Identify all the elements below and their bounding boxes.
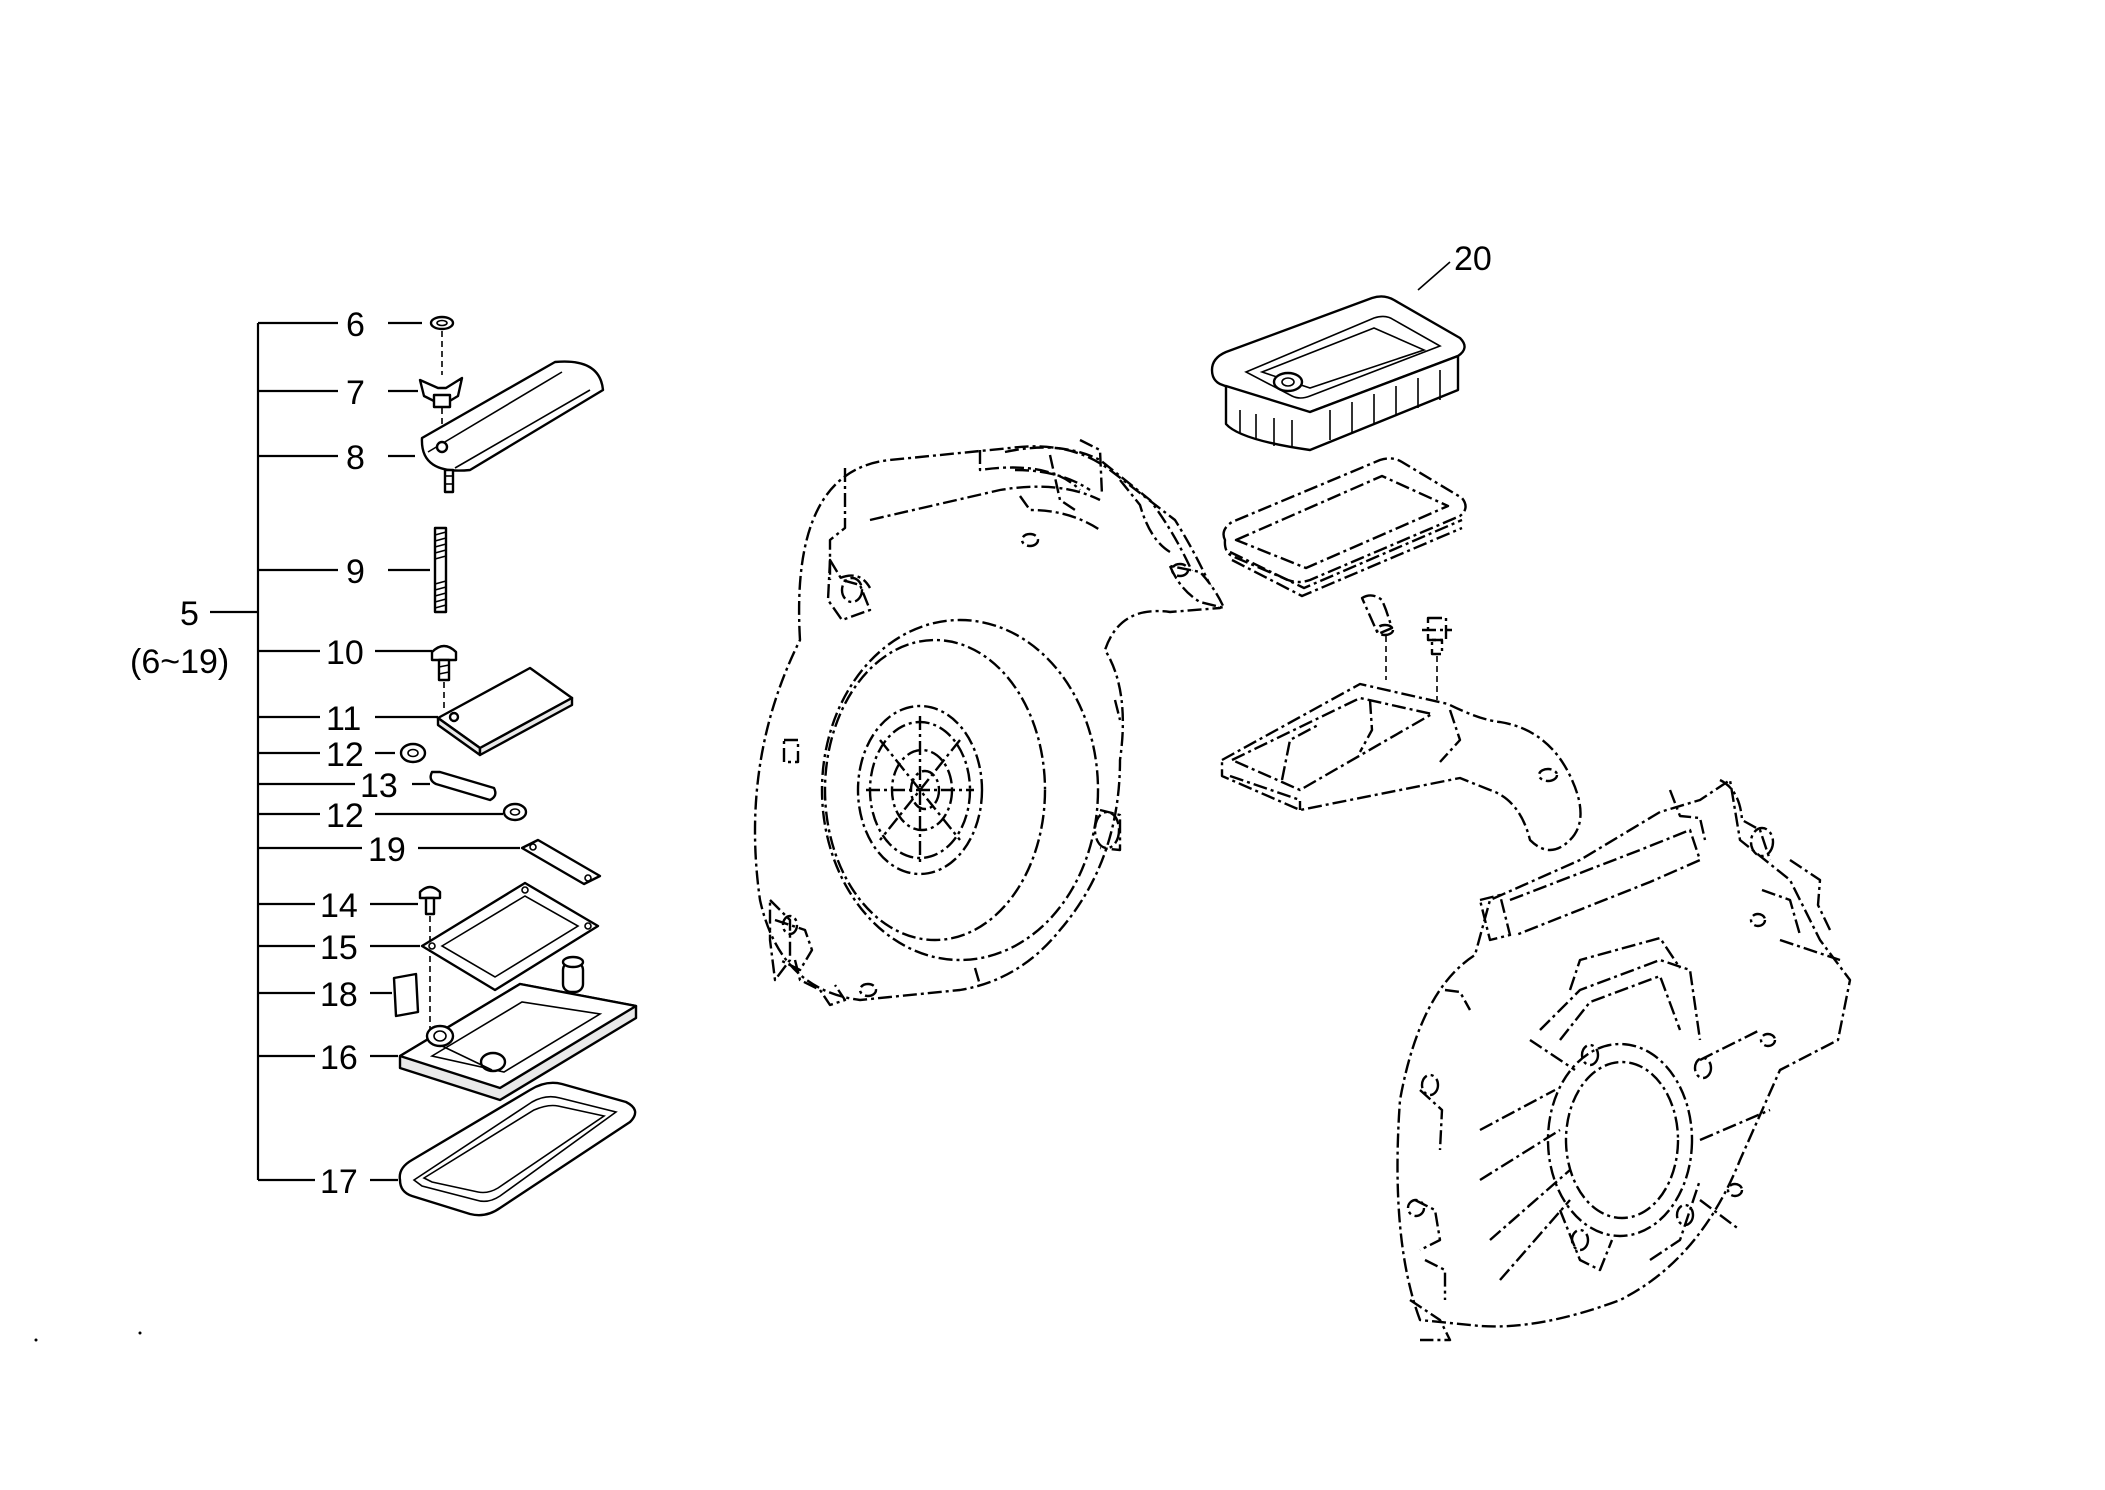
- callout-bracket: [210, 321, 520, 1182]
- part-8-cover: [420, 360, 605, 494]
- callout-6: 6: [346, 306, 365, 344]
- part-14-screw: [418, 885, 442, 916]
- part-12-washer-upper: [399, 742, 427, 764]
- callout-12-lower: 12: [326, 797, 364, 835]
- callout-20: 20: [1454, 240, 1492, 278]
- fitting-breather: [1422, 616, 1452, 656]
- part-20-air-cleaner-cover: [1210, 295, 1466, 452]
- part-19-bracket: [520, 838, 602, 886]
- part-6-o-ring: [429, 315, 455, 331]
- callout-14: 14: [320, 887, 358, 925]
- air-filter-element: [1222, 457, 1467, 598]
- callout-12-upper: 12: [326, 736, 364, 774]
- callout-13: 13: [360, 767, 398, 805]
- callout-19: 19: [368, 831, 406, 869]
- callout-17: 17: [320, 1163, 358, 1201]
- callout-11: 11: [326, 700, 361, 738]
- part-18-label: [392, 972, 420, 1018]
- part-12-washer-lower: [502, 802, 528, 822]
- callout-5-range: (6~19): [130, 643, 229, 681]
- stray-dot: [34, 1338, 38, 1342]
- stray-dot: [138, 1331, 142, 1335]
- part-13-pin: [429, 770, 497, 802]
- fitting-elbow: [1360, 594, 1395, 637]
- callout-7: 7: [346, 374, 365, 412]
- callout-18: 18: [320, 976, 358, 1014]
- callout-9: 9: [346, 553, 365, 591]
- fan-housing: [753, 438, 1226, 1007]
- callout-10: 10: [326, 634, 364, 672]
- part-16-holder: [398, 955, 638, 1102]
- air-cleaner-base: [1220, 682, 1582, 852]
- part-11-plate: [436, 666, 574, 757]
- part-7-wing-nut: [418, 376, 464, 409]
- callout-5: 5: [180, 595, 199, 633]
- callout-8: 8: [346, 439, 365, 477]
- blower-case: [1396, 778, 1852, 1342]
- callout-20-leader: [1417, 261, 1451, 291]
- part-15-gasket: [420, 881, 600, 992]
- callout-16: 16: [320, 1039, 358, 1077]
- part-9-stud-bolt: [433, 526, 448, 614]
- part-17-gasket-ring: [398, 1081, 637, 1217]
- callout-15: 15: [320, 929, 358, 967]
- part-10-screw: [430, 644, 458, 682]
